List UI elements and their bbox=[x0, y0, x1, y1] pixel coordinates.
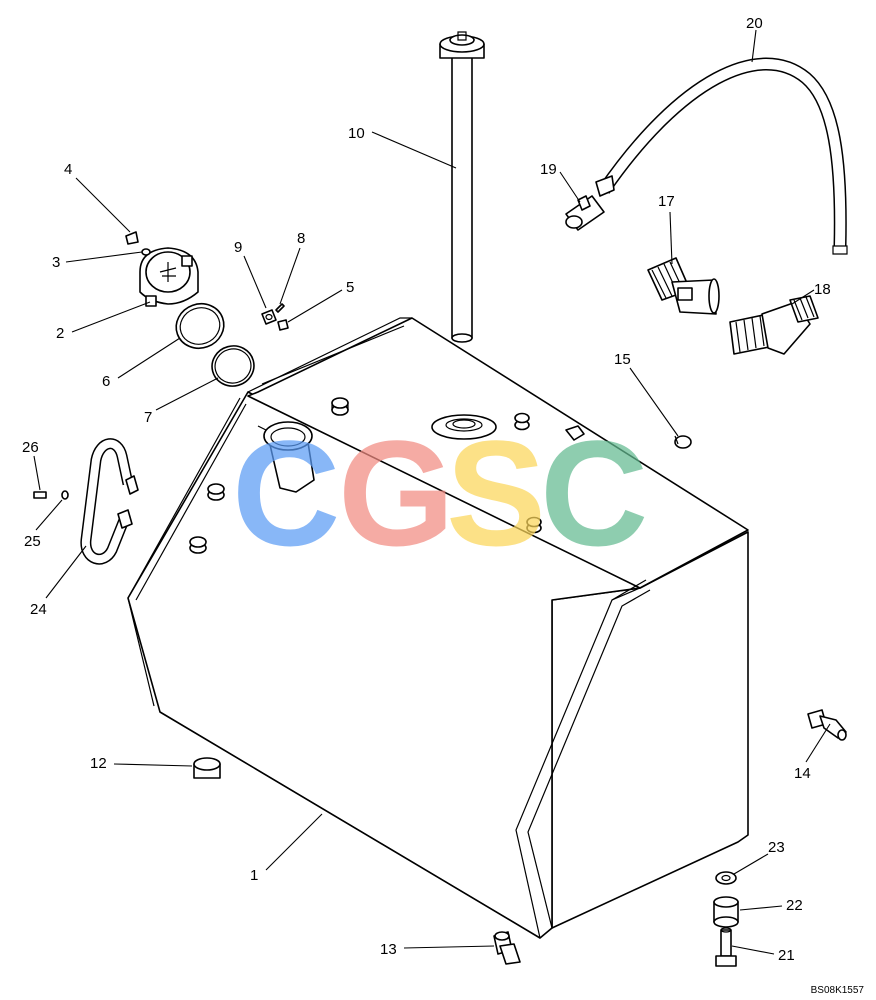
sender-mounting-flange bbox=[431, 414, 497, 440]
fuel-hose bbox=[598, 57, 848, 255]
cap-washer bbox=[141, 248, 151, 256]
cap-screw bbox=[125, 231, 139, 245]
callout-25: 25 bbox=[24, 533, 41, 550]
tank-drain-boss bbox=[193, 757, 221, 779]
elbow-fitting-18 bbox=[729, 295, 819, 355]
retaining-ring bbox=[211, 345, 255, 387]
screw-5 bbox=[277, 319, 289, 331]
callout-19: 19 bbox=[540, 161, 557, 178]
leader-lines bbox=[33, 29, 831, 955]
watermark-letter-s: S bbox=[446, 409, 546, 577]
callout-10: 10 bbox=[348, 125, 365, 142]
watermark-letter-c1: C bbox=[232, 409, 340, 577]
callout-24: 24 bbox=[30, 601, 47, 618]
tank-boss-top-left bbox=[331, 397, 349, 416]
callout-15: 15 bbox=[614, 351, 631, 368]
washer-23 bbox=[715, 871, 737, 885]
nut-9 bbox=[261, 309, 277, 325]
callout-20: 20 bbox=[746, 15, 763, 32]
callout-23: 23 bbox=[768, 839, 785, 856]
watermark-letter-g: G bbox=[338, 409, 455, 577]
tank-boss-top-mid bbox=[514, 412, 530, 431]
fuel-cap bbox=[139, 247, 199, 307]
reference-code: BS08K1557 bbox=[811, 985, 865, 996]
screw-26 bbox=[33, 491, 47, 499]
callout-22: 22 bbox=[786, 897, 803, 914]
callout-3: 3 bbox=[52, 254, 60, 271]
fuel-tank bbox=[127, 317, 749, 939]
callout-26: 26 bbox=[22, 439, 39, 456]
fitting-13 bbox=[493, 931, 521, 965]
callout-21: 21 bbox=[778, 947, 795, 964]
callout-4: 4 bbox=[64, 161, 72, 178]
callout-17: 17 bbox=[658, 193, 675, 210]
callout-9: 9 bbox=[234, 239, 242, 256]
bolt-21 bbox=[715, 927, 737, 967]
washer-25 bbox=[61, 490, 69, 500]
spacer-22 bbox=[713, 896, 739, 928]
callout-13: 13 bbox=[380, 941, 397, 958]
callout-labels: 1 2 3 4 5 6 7 8 9 10 12 13 14 15 17 18 1… bbox=[22, 15, 831, 964]
callout-5: 5 bbox=[346, 279, 354, 296]
watermark-letter-c2: C bbox=[540, 409, 648, 577]
tank-boss-side-upper bbox=[207, 483, 225, 501]
tank-boss-side-lower bbox=[189, 536, 207, 554]
drain-valve bbox=[565, 175, 615, 231]
elbow-fitting-17 bbox=[647, 257, 720, 315]
vent-tube bbox=[80, 438, 139, 565]
callout-7: 7 bbox=[144, 409, 152, 426]
filler-neck bbox=[257, 421, 315, 493]
callout-1: 1 bbox=[250, 867, 258, 884]
callout-14: 14 bbox=[794, 765, 811, 782]
tank-bracket bbox=[565, 425, 585, 441]
plug-15 bbox=[674, 435, 692, 449]
callout-18: 18 bbox=[814, 281, 831, 298]
watermark: C G S C bbox=[232, 409, 648, 577]
seal-ring-large bbox=[175, 302, 225, 350]
tank-boss-top-right bbox=[526, 516, 542, 534]
clip-8 bbox=[275, 303, 285, 313]
callout-12: 12 bbox=[90, 755, 107, 772]
callout-8: 8 bbox=[297, 230, 305, 247]
callout-2: 2 bbox=[56, 325, 64, 342]
fuel-level-sender bbox=[439, 31, 485, 343]
callout-6: 6 bbox=[102, 373, 110, 390]
fitting-14 bbox=[807, 709, 847, 741]
